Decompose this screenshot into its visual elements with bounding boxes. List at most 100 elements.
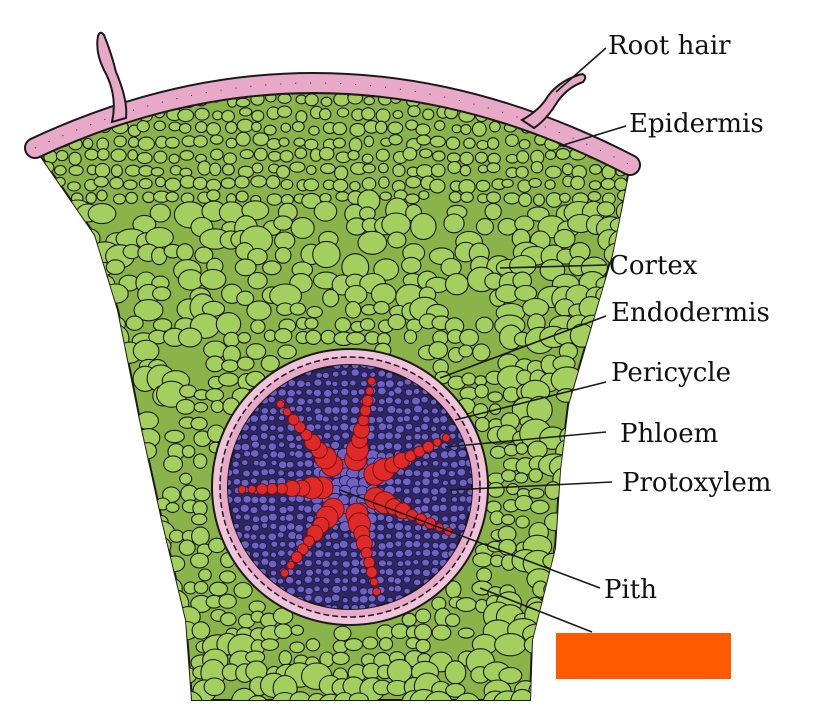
cortex-cell [501, 178, 514, 188]
cortex-cell [12, 595, 32, 616]
cortex-cell [192, 176, 208, 191]
cortex-cell [14, 69, 28, 79]
phloem-cell [306, 397, 314, 405]
cortex-cell [74, 315, 100, 334]
cortex-cell [624, 190, 630, 210]
cortex-cell [504, 53, 514, 63]
cortex-cell [149, 621, 176, 647]
phloem-cell [377, 386, 387, 396]
phloem-cell [305, 469, 313, 476]
phloem-cell [322, 568, 332, 577]
cortex-cell [74, 645, 105, 672]
phloem-cell [414, 480, 422, 487]
cortex-cell [172, 690, 203, 700]
cortex-cell [295, 40, 306, 48]
cortex-cell [10, 92, 26, 103]
cortex-cell [474, 151, 488, 164]
cortex-cell [54, 39, 66, 51]
cortex-cell [67, 272, 89, 290]
cortex-cell [52, 382, 75, 400]
cortex-cell [35, 564, 47, 584]
cortex-cell [461, 372, 477, 386]
xylem-cell [365, 386, 374, 396]
cortex-cell [48, 359, 73, 378]
leader-cortex [499, 264, 607, 269]
phloem-cell [431, 477, 440, 485]
phloem-cell [447, 449, 457, 459]
phloem-cell [369, 371, 377, 378]
cortex-cell [41, 26, 53, 37]
cortex-cell [138, 54, 151, 64]
cortex-cell [312, 240, 341, 269]
cortex-cell [221, 109, 235, 123]
cortex-cell [91, 441, 114, 459]
cortex-cell [566, 466, 593, 491]
phloem-cell [441, 460, 449, 468]
cortex-cell [205, 388, 225, 402]
cortex-cell [515, 165, 529, 179]
cortex-cell [125, 38, 138, 48]
cortex-cell [558, 64, 570, 74]
cortex-cell [198, 53, 211, 64]
xylem-cell [361, 394, 374, 407]
phloem-cell [350, 405, 361, 415]
phloem-cell [450, 443, 459, 451]
cortex-cell [518, 192, 533, 207]
cortex-cell [407, 105, 421, 118]
cortex-cell [494, 633, 527, 657]
leader-epidermis [559, 125, 627, 147]
cortex-cell [107, 494, 131, 516]
phloem-cell [458, 512, 467, 521]
cortex-cell [476, 42, 487, 51]
cortex-cell [574, 111, 589, 123]
cortex-cell [65, 355, 88, 375]
phloem-cell [304, 594, 313, 602]
phloem-cell [259, 443, 267, 451]
cortex-cell [600, 178, 616, 190]
cortex-cell [462, 63, 475, 77]
cortex-cell [556, 578, 574, 597]
cortex-cell [53, 67, 67, 81]
cortex-cell [161, 693, 183, 700]
cortex-cell [62, 409, 86, 431]
cortex-cell [67, 313, 90, 333]
cortex-cell [225, 26, 240, 39]
cortex-cell [357, 230, 388, 255]
cortex-cell [290, 624, 305, 636]
cortex-cell [35, 257, 44, 274]
cortex-cell [514, 472, 529, 484]
cortex-cell [559, 111, 573, 122]
phloem-cell [350, 566, 361, 576]
cortex-cell [142, 25, 154, 35]
cortex-cell [429, 178, 446, 194]
cortex-cell [620, 605, 630, 630]
phloem-cell [267, 442, 277, 451]
cortex-cell [514, 494, 534, 512]
xylem-cell [293, 421, 306, 434]
phloem-cell [360, 371, 369, 379]
cortex-cell [375, 108, 391, 123]
phloem-cell [340, 369, 348, 377]
cortex-cell [474, 384, 489, 399]
cortex-cell [83, 66, 97, 78]
cortex-cell [35, 123, 40, 136]
phloem-cell [414, 497, 422, 505]
cortex-cell [379, 191, 392, 201]
cortex-cell [179, 150, 195, 161]
cortex-cell [125, 315, 144, 331]
cortex-cell [445, 51, 460, 61]
phloem-cell [261, 550, 270, 558]
phloem-cell [296, 460, 305, 468]
cortex-cell [54, 486, 76, 502]
phloem-cell [331, 406, 341, 415]
cortex-cell [239, 23, 250, 32]
cortex-cell [594, 422, 622, 448]
cortex-cell [395, 52, 407, 61]
cortex-cell [515, 515, 530, 529]
cortex-cell [336, 107, 350, 118]
phloem-cell [431, 504, 441, 513]
cortex-cell [381, 50, 392, 61]
cortex-cell [582, 511, 605, 528]
cortex-cell [345, 300, 362, 319]
cortex-cell [181, 444, 196, 459]
